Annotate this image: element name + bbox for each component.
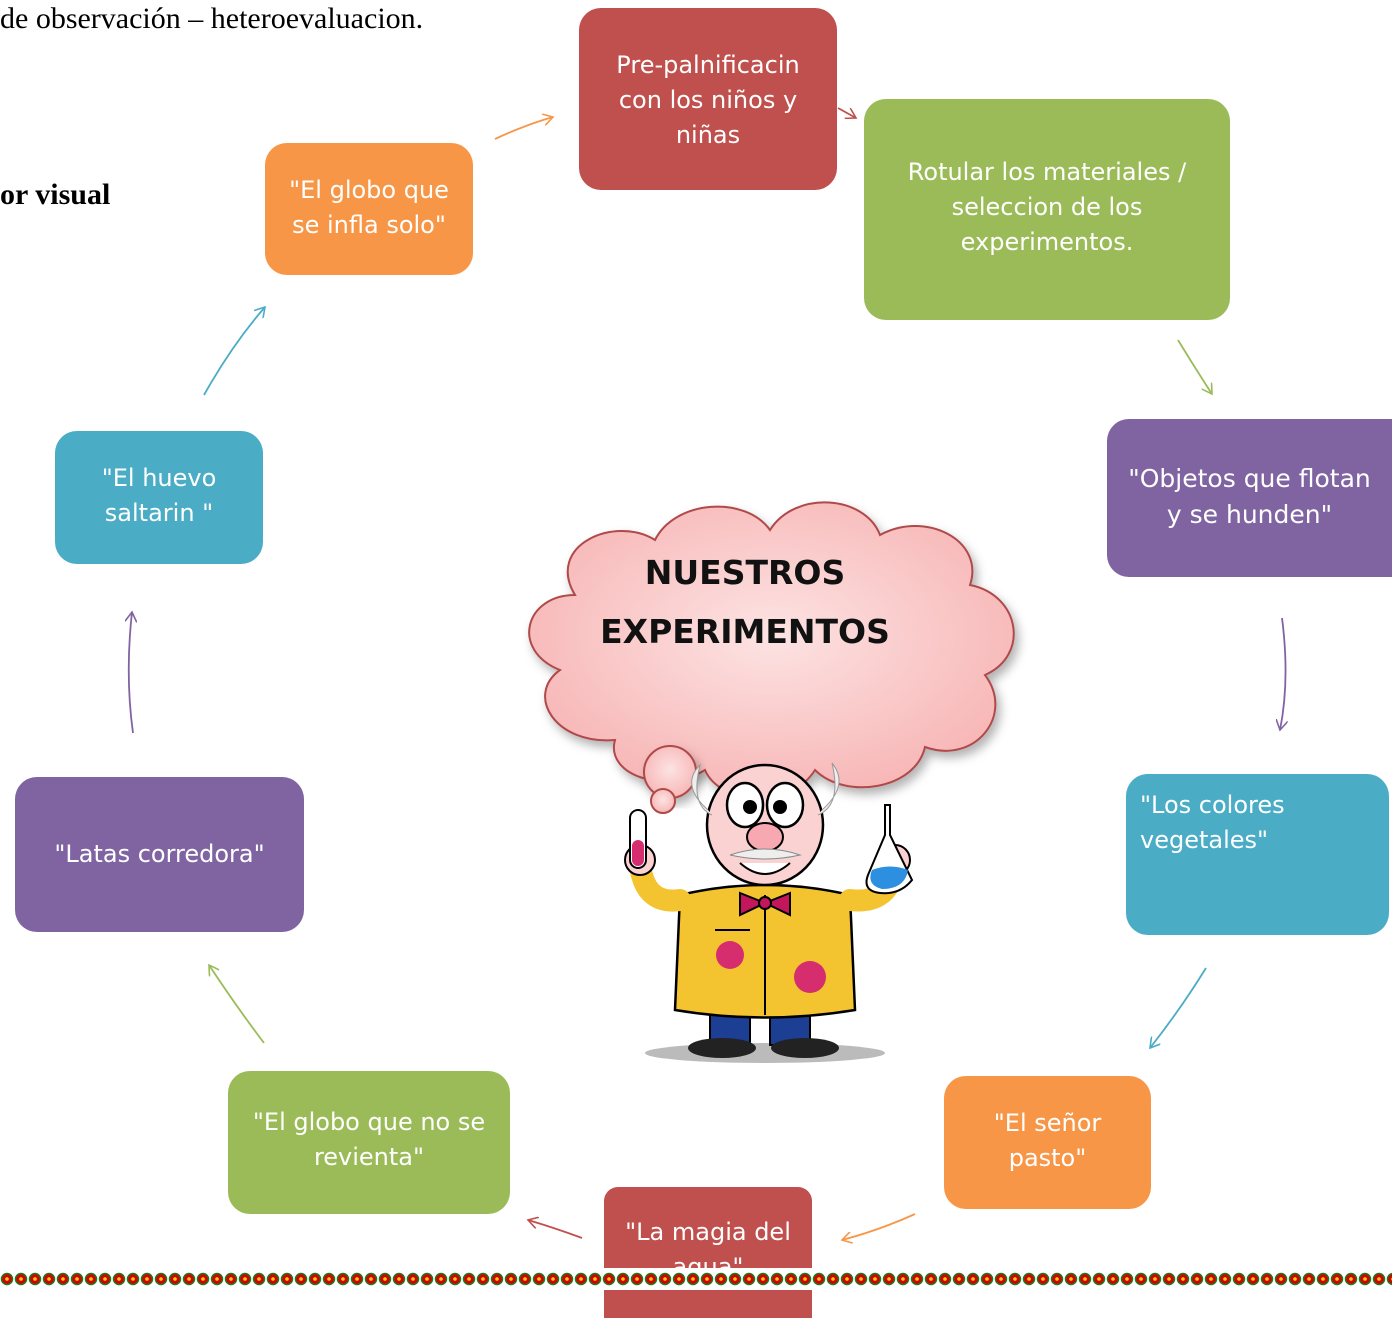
- step-label: saltarin ": [104, 498, 214, 527]
- arrow-pasto-to-magia: [842, 1213, 916, 1240]
- step-label: "Los colores: [1140, 791, 1285, 819]
- step-box-huevo: "El huevo saltarin ": [55, 431, 263, 564]
- center-title-line2: EXPERIMENTOS: [600, 612, 890, 651]
- decorative-flower-border-icon: [0, 1268, 1392, 1290]
- step-box-objetos: "Objetos que flotan y se hunden": [1107, 419, 1392, 577]
- document-heading-fragment: or visual: [0, 178, 111, 211]
- arrow-globo-no-to-latas: [209, 965, 265, 1044]
- step-box-rotular: Rotular los materiales / seleccion de los…: [864, 99, 1230, 320]
- scientist-illustration-icon: [624, 762, 914, 1063]
- step-label: "Latas corredora": [54, 840, 265, 869]
- arrow-rotular-to-objetos: [1177, 339, 1212, 394]
- step-label: "El huevo: [101, 464, 217, 492]
- step-box-globo-no-revienta: "El globo que no se revienta": [228, 1071, 510, 1214]
- step-label: vegetales": [1140, 825, 1269, 854]
- arrow-colores-to-pasto: [1150, 967, 1207, 1048]
- arrow-latas-to-huevo: [129, 612, 133, 734]
- step-box-pasto: "El señor pasto": [944, 1076, 1151, 1209]
- step-label: "La magia del: [625, 1218, 791, 1246]
- step-label: niñas: [675, 120, 741, 149]
- step-label: Rotular los materiales /: [907, 158, 1187, 186]
- step-box-latas: "Latas corredora": [15, 777, 304, 932]
- arrow-magia-to-globo-no: [528, 1220, 583, 1239]
- thought-cloud-icon: [528, 501, 1015, 814]
- step-box-colores: "Los colores vegetales": [1126, 774, 1389, 935]
- step-label: pasto": [1008, 1143, 1087, 1172]
- step-label: experimentos.: [960, 227, 1134, 256]
- step-label: revienta": [313, 1142, 425, 1171]
- step-label: con los niños y: [618, 85, 798, 114]
- arrow-objetos-to-colores: [1280, 617, 1286, 730]
- step-label: Pre-palnificacin: [616, 51, 800, 79]
- arrow-huevo-to-globo-infla: [203, 307, 265, 396]
- step-label: "El globo que no se: [252, 1108, 486, 1136]
- arrow-globo-infla-to-pre: [494, 117, 553, 140]
- thought-bubble: [650, 788, 676, 814]
- step-box-pre-planificacion: Pre-palnificacin con los niños y niñas: [579, 8, 837, 190]
- center-title-line1: NUESTROS: [644, 553, 846, 592]
- step-label: "Objetos que flotan: [1128, 464, 1371, 493]
- step-label: y se hunden": [1166, 500, 1333, 530]
- step-label: se infla solo": [292, 210, 446, 239]
- step-label: "El globo que: [289, 176, 449, 204]
- step-box-globo-infla: "El globo que se infla solo": [265, 143, 473, 275]
- arrow-pre-to-rotular: [837, 107, 856, 118]
- step-label: seleccion de los: [951, 192, 1143, 221]
- document-text-line: de observación – heteroevaluacion.: [0, 2, 424, 35]
- step-label: "El señor: [993, 1109, 1102, 1137]
